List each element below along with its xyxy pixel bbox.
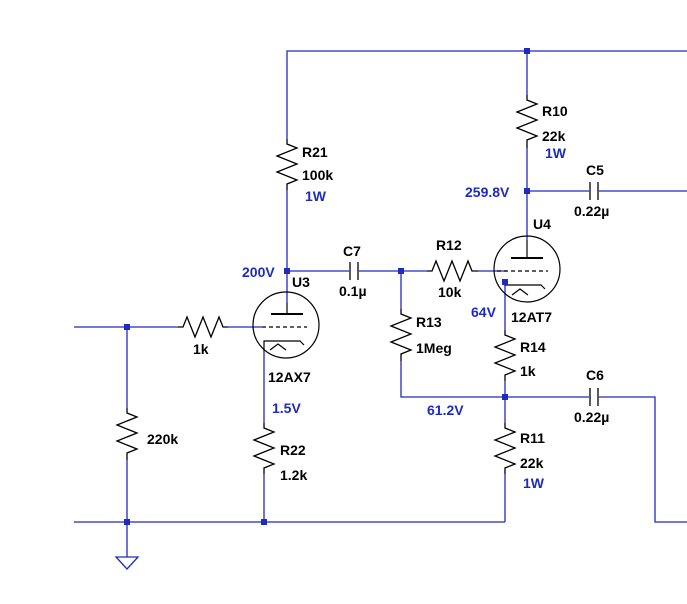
junction-r14-r11: [502, 394, 508, 400]
resistor-r12: [427, 259, 478, 283]
junction-u4-plate: [524, 188, 530, 194]
value-r14: 1k: [520, 363, 536, 379]
junction-ground-r22: [261, 519, 267, 525]
label-u4: U4: [533, 216, 551, 232]
label-r21: R21: [302, 144, 328, 160]
ground-symbol: [114, 556, 140, 570]
junction-r13-top: [398, 268, 404, 274]
power-r11: 1W: [523, 475, 545, 491]
value-r22: 1.2k: [280, 467, 307, 483]
tube-u3: [252, 291, 320, 359]
voltage-annotations: 259.8V 200V 64V 1.5V 61.2V: [242, 184, 510, 418]
value-r21: 100k: [302, 167, 333, 183]
junction-top-r10: [524, 48, 530, 54]
capacitors: [349, 182, 599, 406]
value-r10: 22k: [542, 128, 566, 144]
power-r21: 1W: [305, 188, 327, 204]
value-r-grid: 1k: [193, 341, 209, 357]
value-r-in: 220k: [147, 431, 178, 447]
value-r11: 22k: [520, 455, 544, 471]
resistor-r-grid: [178, 315, 228, 339]
label-u3: U3: [292, 274, 310, 290]
resistor-r-in: [115, 408, 139, 460]
type-u3: 12AX7: [268, 369, 311, 385]
wire-r13-bottom: [400, 361, 505, 398]
resistor-r13: [389, 309, 413, 361]
voltage-u3-plate: 200V: [242, 264, 275, 280]
value-r13: 1Meg: [416, 340, 452, 356]
wire-c6-right: [599, 396, 687, 523]
resistor-r14: [493, 330, 517, 381]
wires: [74, 50, 687, 557]
value-c7: 0.1µ: [339, 283, 367, 299]
junctions: [124, 48, 530, 525]
resistor-r21: [275, 139, 299, 190]
resistors: [115, 95, 539, 474]
label-r11: R11: [520, 430, 545, 446]
junction-u4-cathode: [502, 279, 508, 285]
label-r13: R13: [416, 314, 442, 330]
voltage-u4-cathode: 64V: [471, 304, 497, 320]
value-c6: 0.22µ: [574, 409, 609, 425]
resistor-r10: [515, 95, 539, 148]
voltage-r13-bottom: 61.2V: [427, 402, 464, 418]
tube-u4: [493, 235, 561, 303]
label-c6: C6: [586, 367, 604, 383]
tube-u3-cathode: [263, 340, 305, 351]
label-r10: R10: [542, 103, 568, 119]
tube-u4-heater: [511, 288, 529, 296]
label-r12: R12: [436, 237, 462, 253]
junction-ground-left: [124, 519, 130, 525]
label-r22: R22: [280, 442, 306, 458]
labels: R21 100k 1W R10 22k 1W C5 0.22µ U4 12AT7…: [147, 103, 609, 491]
label-c5: C5: [586, 162, 604, 178]
voltage-u4-plate: 259.8V: [465, 184, 510, 200]
wire-top-rail: [286, 50, 687, 139]
resistor-r22: [252, 423, 276, 474]
tube-u3-heater: [269, 343, 287, 351]
power-r10: 1W: [545, 145, 567, 161]
junction-u3-plate: [284, 268, 290, 274]
tube-u4-envelope: [493, 235, 561, 303]
label-c7: C7: [343, 243, 361, 259]
voltage-u3-cathode: 1.5V: [272, 400, 301, 416]
label-r14: R14: [520, 339, 546, 355]
value-r12: 10k: [438, 284, 462, 300]
junction-input: [124, 324, 130, 330]
tube-u3-envelope: [252, 291, 320, 359]
value-c5: 0.22µ: [574, 203, 609, 219]
type-u4: 12AT7: [511, 309, 552, 325]
tube-u4-cathode: [504, 282, 546, 290]
resistor-r11: [493, 423, 517, 474]
